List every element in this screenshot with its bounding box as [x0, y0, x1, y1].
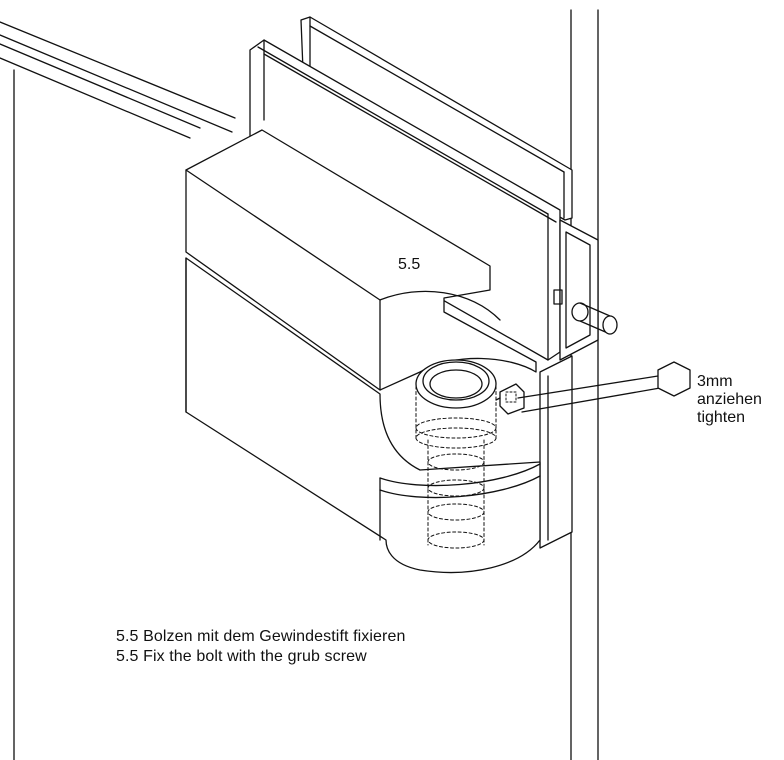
tighten-label-de: anziehen [697, 391, 762, 408]
wrench-size-label: 3mm [697, 373, 733, 390]
door-post [570, 9, 599, 760]
frame-rail [0, 21, 236, 139]
step-label: 5.5 [398, 256, 421, 273]
grub-screw [495, 383, 525, 415]
hex-icon [657, 361, 691, 397]
post-mount-block [539, 219, 618, 549]
lower-hinge-arm [185, 257, 541, 574]
tighten-label-en: tighten [697, 409, 746, 426]
bolt-barrel [415, 359, 497, 549]
back-glass-plate [300, 16, 573, 221]
caption-de: 5.5 Bolzen mit dem Gewindestift fixieren [116, 628, 406, 645]
upper-hinge-arm [185, 129, 537, 391]
hex-key-callout [517, 361, 691, 413]
caption-en: 5.5 Fix the bolt with the grub screw [116, 648, 367, 665]
